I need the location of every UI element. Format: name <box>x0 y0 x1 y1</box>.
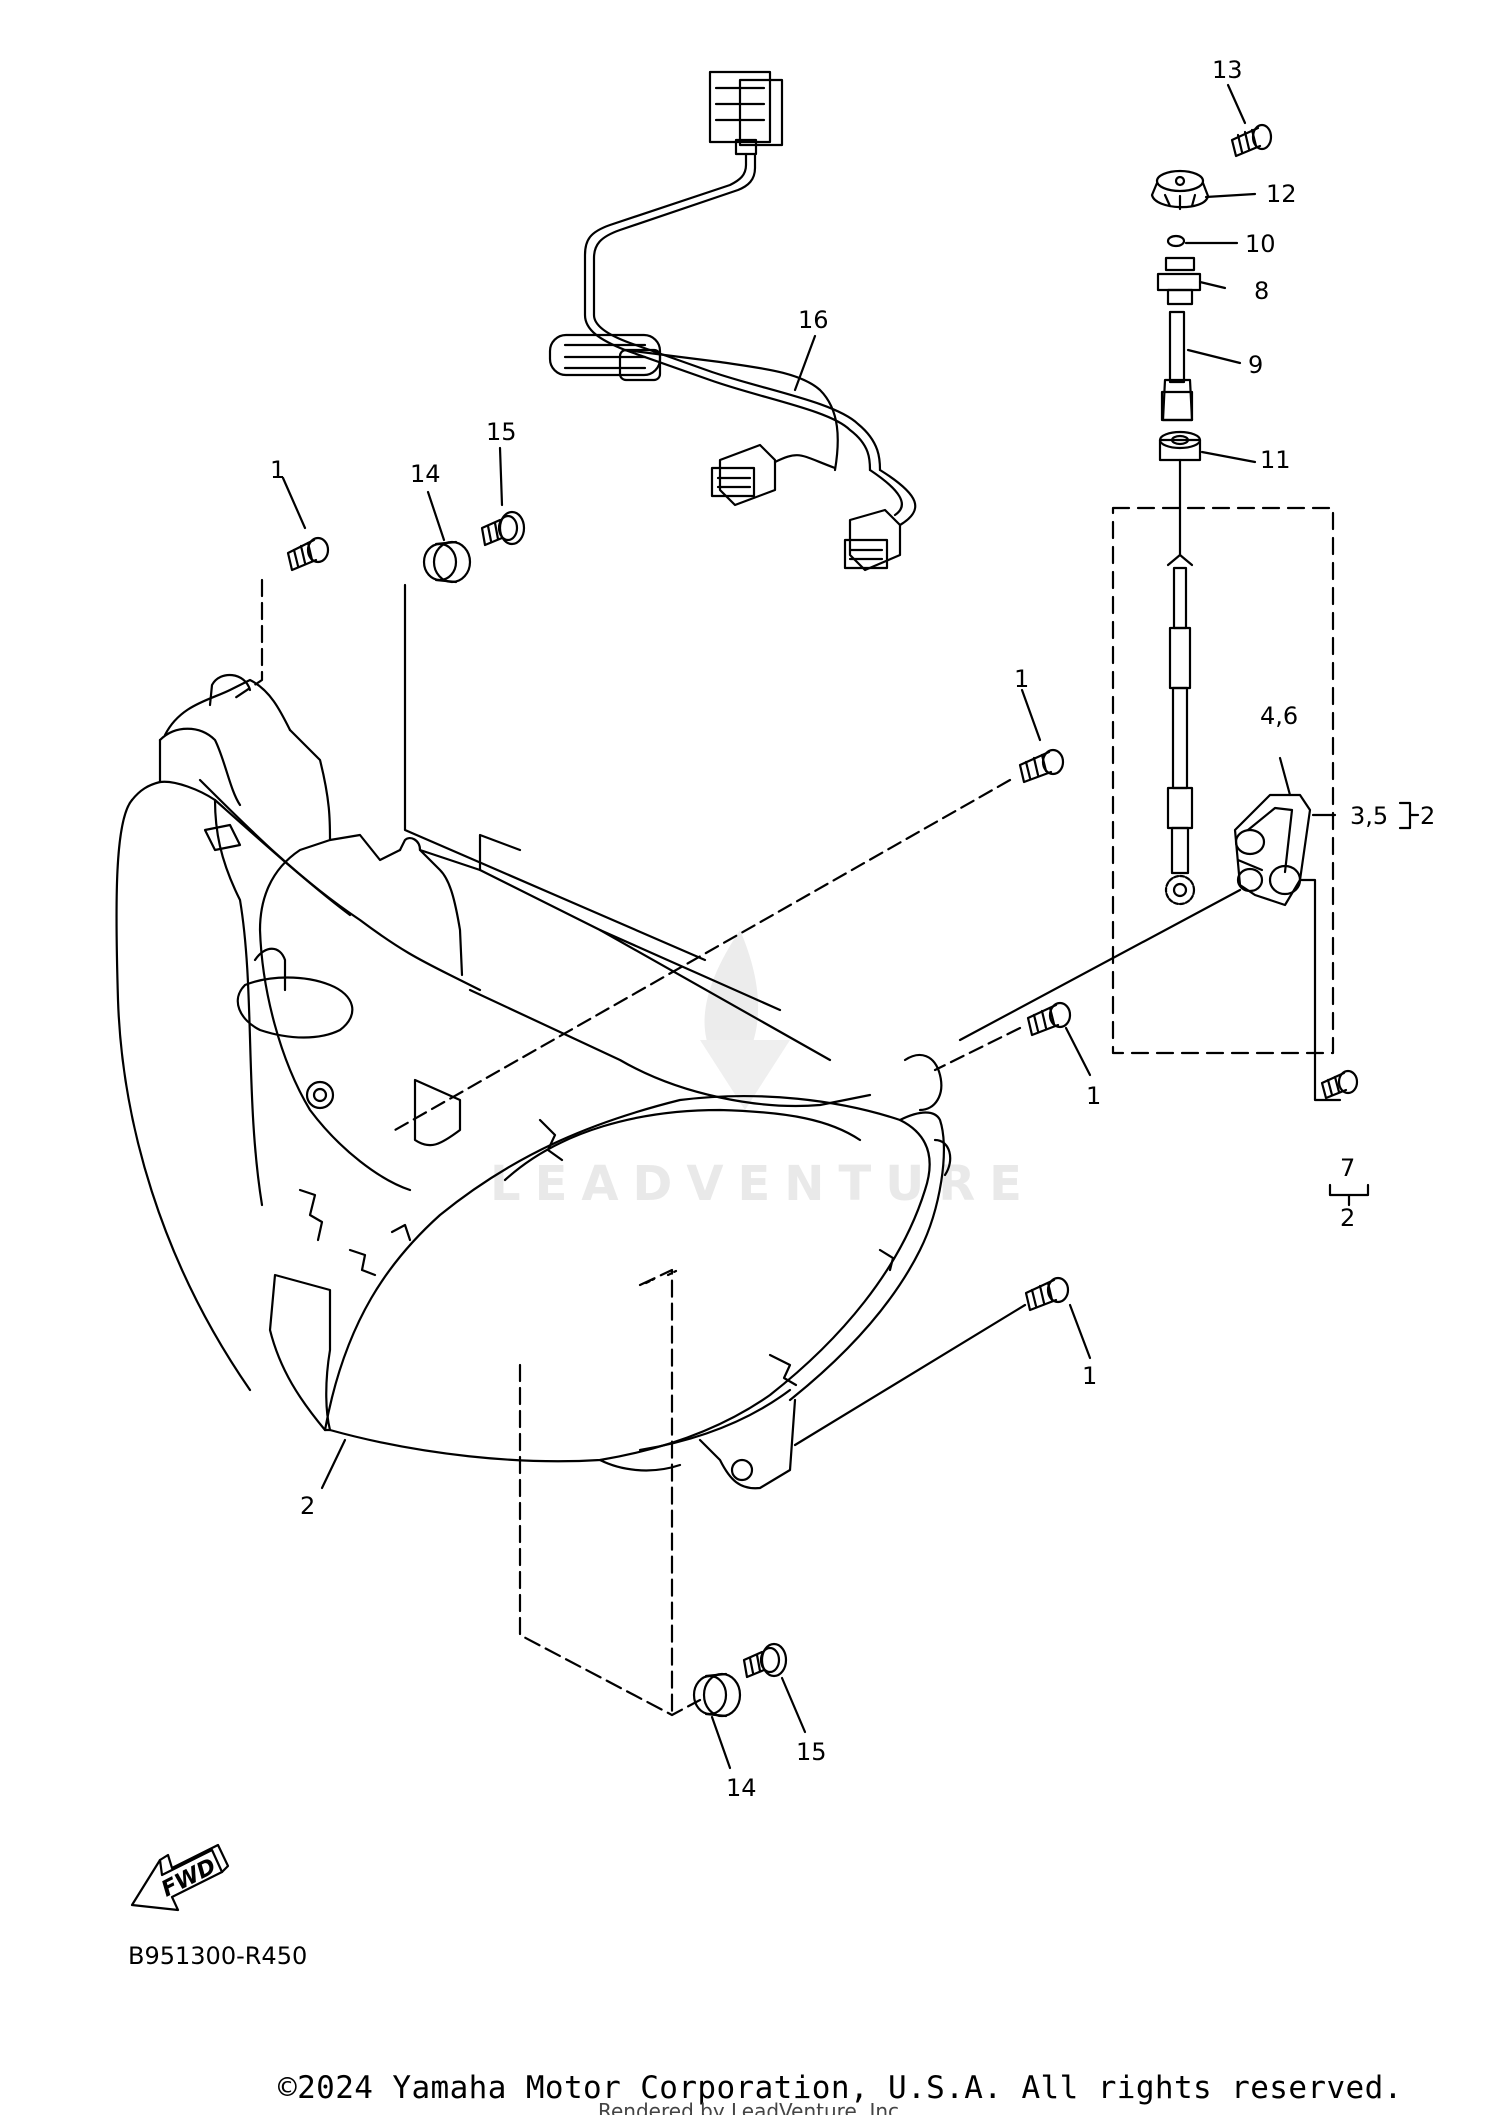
dash-line-14-bottom-b <box>638 1268 674 1717</box>
callout-8: 8 <box>1254 277 1269 305</box>
screw-1-right <box>1026 1001 1072 1037</box>
leader-8 <box>1198 280 1227 290</box>
callout-1-lower: 1 <box>1082 1362 1097 1390</box>
adjuster-bracket <box>1233 793 1312 907</box>
callout-1-right: 1 <box>1086 1082 1101 1110</box>
copyright-notice: ©2024 Yamaha Motor Corporation, U.S.A. A… <box>278 2070 1403 2106</box>
wire-harness <box>548 70 917 572</box>
callout-3-5: 3,5 <box>1350 802 1388 830</box>
diagram-code: B951300-R450 <box>128 1942 307 1970</box>
watermark: LEADVENTURE <box>490 930 1036 1212</box>
callout-2-housing: 2 <box>300 1492 315 1520</box>
callout-14-top: 14 <box>410 460 441 488</box>
leader-to-screw-7 <box>1298 878 1342 1102</box>
callout-2-under-7: 2 <box>1340 1204 1355 1232</box>
callout-10: 10 <box>1245 230 1276 258</box>
assembly-dashed-box <box>1111 506 1335 1055</box>
watermark-text: LEADVENTURE <box>490 1156 1036 1212</box>
callout-15-bottom: 15 <box>796 1738 827 1766</box>
leader-15-top <box>498 446 504 507</box>
bracket-3-5 <box>1398 801 1420 830</box>
callout-14-bottom: 14 <box>726 1774 757 1802</box>
grommet-14-top <box>422 540 472 584</box>
leader-14-top <box>426 490 446 542</box>
leader-1-lower <box>1068 1303 1092 1360</box>
dash-line-1-top-left <box>230 578 264 702</box>
callout-13: 13 <box>1212 56 1243 84</box>
callouts: 13 12 10 8 9 11 16 15 14 1 1 4,6 3,5 2 1… <box>128 56 1435 1970</box>
callout-16: 16 <box>798 306 829 334</box>
fwd-arrow-icon <box>130 1843 230 1912</box>
callout-1-top-left: 1 <box>270 456 285 484</box>
grommet-14-bottom <box>692 1672 742 1718</box>
leader-1-mid <box>1020 688 1042 742</box>
line-bracket-to-housing <box>958 888 1242 1042</box>
leader-16 <box>793 334 817 392</box>
callout-4-6: 4,6 <box>1260 702 1298 730</box>
callout-15-top: 15 <box>486 418 517 446</box>
screw-7 <box>1320 1069 1359 1100</box>
callout-12: 12 <box>1266 180 1297 208</box>
leader-1-right <box>1064 1026 1092 1077</box>
bracket-7 <box>1328 1183 1370 1207</box>
leader-14-bottom <box>710 1715 732 1770</box>
leader-12 <box>1204 192 1257 199</box>
leader-1-top-left <box>281 476 307 530</box>
leader-15-bottom <box>780 1676 807 1734</box>
screw-15-top <box>480 510 526 547</box>
line-14-top <box>403 583 707 962</box>
headlight-housing <box>115 674 952 1490</box>
dash-line-14-bottom <box>518 1363 702 1717</box>
callout-9: 9 <box>1248 351 1263 379</box>
adjuster-rod <box>1164 553 1196 906</box>
screw-15-bottom <box>742 1642 788 1679</box>
dash-line-1-mid <box>393 778 1012 1132</box>
leader-9 <box>1186 348 1242 365</box>
leader-2-housing <box>320 1438 347 1490</box>
screw-1-lower <box>1024 1276 1070 1312</box>
callout-7: 7 <box>1340 1154 1355 1182</box>
adjuster-assembly <box>1150 123 1273 557</box>
callout-2-bracket: 2 <box>1420 802 1435 830</box>
dash-line-1-right <box>933 1026 1022 1072</box>
leader-13 <box>1226 83 1247 125</box>
rendered-by-credit: Rendered by LeadVenture, Inc. <box>598 2101 906 2115</box>
leader-4-6 <box>1278 756 1292 797</box>
line-1-lower <box>793 1303 1027 1447</box>
screw-1-mid <box>1018 748 1065 784</box>
callout-1-mid: 1 <box>1014 665 1029 693</box>
screw-1-top-left <box>286 536 330 572</box>
leader-11 <box>1200 450 1257 464</box>
callout-11: 11 <box>1260 446 1291 474</box>
